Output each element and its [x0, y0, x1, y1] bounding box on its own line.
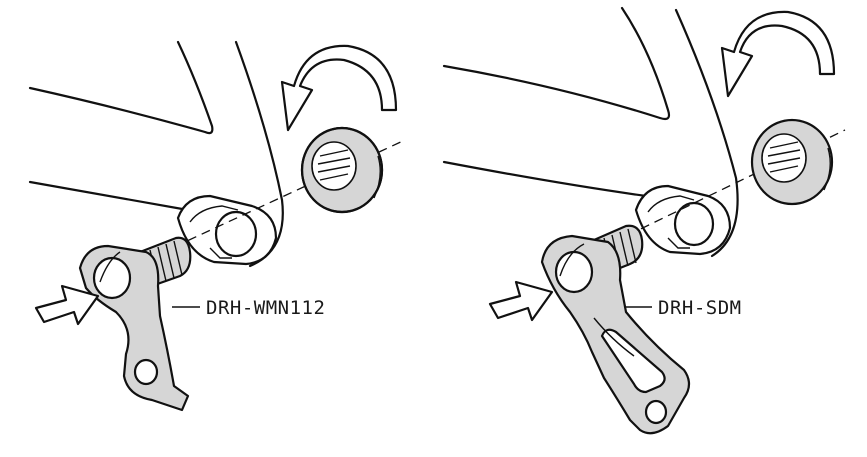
left-panel: DRH-WMN112 — [28, 40, 406, 412]
right-hanger-label: DRH-SDM — [658, 297, 742, 319]
right-panel: DRH-SDM — [442, 6, 846, 435]
left-rotate-arrow-icon — [280, 44, 398, 132]
right-rotate-arrow-icon — [720, 10, 836, 98]
right-dropout — [634, 184, 732, 256]
left-hanger — [78, 236, 192, 412]
left-dropout — [176, 194, 278, 266]
left-push-arrow-icon — [34, 284, 100, 326]
right-frame — [442, 6, 739, 258]
right-nut — [750, 118, 834, 206]
left-hanger-label: DRH-WMN112 — [206, 297, 325, 319]
right-hanger — [540, 224, 691, 435]
right-push-arrow-icon — [488, 280, 554, 322]
left-nut — [300, 126, 384, 214]
